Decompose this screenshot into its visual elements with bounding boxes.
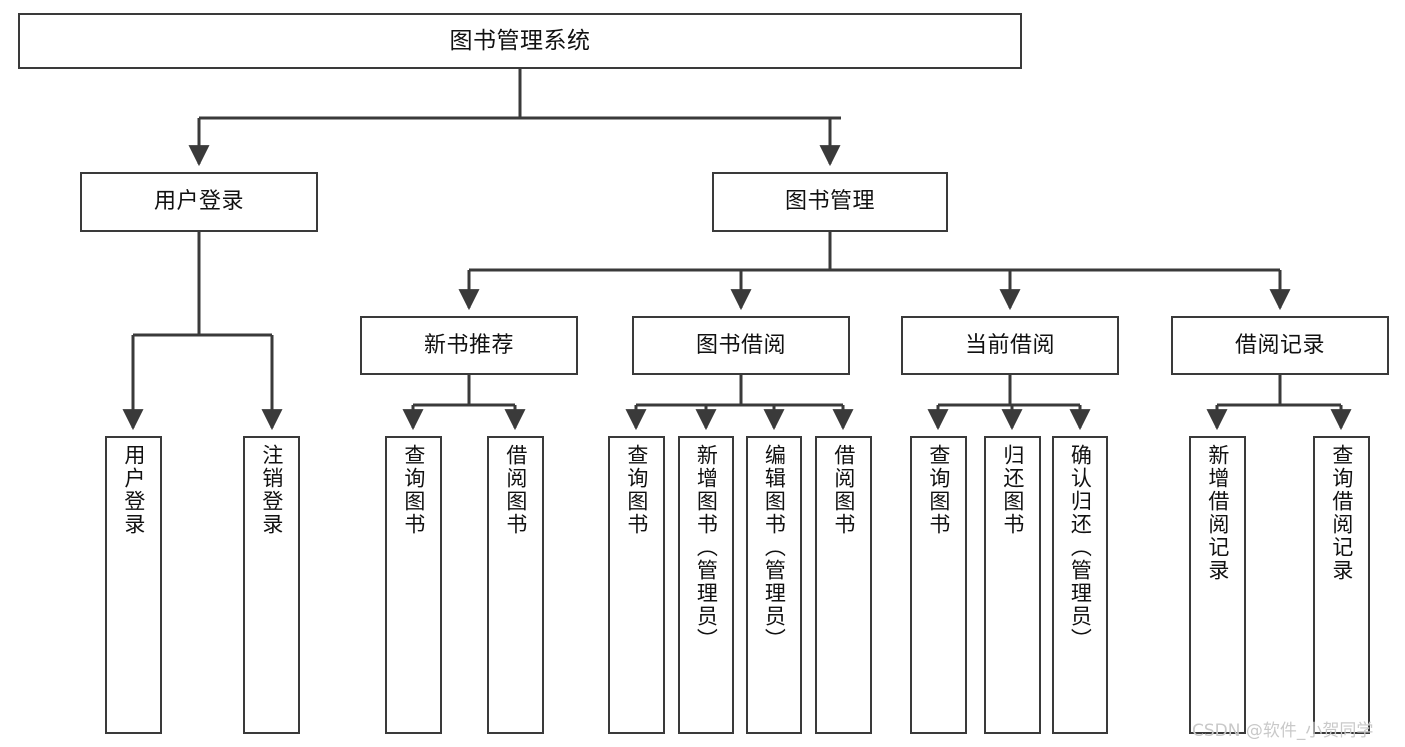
- node-new-book-recommend-label: 新书推荐: [423, 332, 514, 358]
- leaf-logout-label: 注销登录: [259, 444, 284, 536]
- node-current-borrow[interactable]: 当前借阅: [901, 316, 1119, 375]
- leaf-borrow-book-1[interactable]: 借阅图书: [487, 436, 544, 734]
- node-borrow-record-label: 借阅记录: [1234, 332, 1325, 358]
- leaf-add-book[interactable]: 新增图书（管理员）: [678, 436, 734, 734]
- leaf-borrow-book-2[interactable]: 借阅图书: [815, 436, 872, 734]
- leaf-edit-book-label: 编辑图书（管理员）: [762, 444, 787, 651]
- leaf-borrow-book-1-label: 借阅图书: [503, 444, 528, 536]
- leaf-user-login-label: 用户登录: [121, 444, 146, 536]
- leaf-add-record-label: 新增借阅记录: [1205, 444, 1230, 582]
- leaf-add-record[interactable]: 新增借阅记录: [1189, 436, 1246, 734]
- leaf-borrow-book-2-label: 借阅图书: [831, 444, 856, 536]
- node-root-label: 图书管理系统: [449, 27, 591, 54]
- leaf-query-book-3-label: 查询图书: [926, 444, 951, 536]
- leaf-edit-book[interactable]: 编辑图书（管理员）: [746, 436, 802, 734]
- node-book-borrow-label: 图书借阅: [695, 332, 786, 358]
- node-user-login-label: 用户登录: [153, 189, 244, 215]
- leaf-query-book-1-label: 查询图书: [401, 444, 426, 536]
- node-current-borrow-label: 当前借阅: [964, 332, 1055, 358]
- leaf-query-book-1[interactable]: 查询图书: [385, 436, 442, 734]
- leaf-confirm-return[interactable]: 确认归还（管理员）: [1052, 436, 1108, 734]
- csdn-watermark: CSDN @软件_小贺同学: [1192, 721, 1374, 741]
- node-book-borrow[interactable]: 图书借阅: [632, 316, 850, 375]
- leaf-query-book-3[interactable]: 查询图书: [910, 436, 967, 734]
- leaf-add-book-label: 新增图书（管理员）: [694, 444, 719, 651]
- leaf-query-record-label: 查询借阅记录: [1329, 444, 1354, 582]
- leaf-return-book[interactable]: 归还图书: [984, 436, 1041, 734]
- node-borrow-record[interactable]: 借阅记录: [1171, 316, 1389, 375]
- node-book-manage-label: 图书管理: [784, 189, 875, 215]
- node-book-manage[interactable]: 图书管理: [712, 172, 948, 232]
- node-user-login[interactable]: 用户登录: [80, 172, 318, 232]
- leaf-return-book-label: 归还图书: [1000, 444, 1025, 536]
- leaf-logout[interactable]: 注销登录: [243, 436, 300, 734]
- leaf-query-book-2-label: 查询图书: [624, 444, 649, 536]
- node-root[interactable]: 图书管理系统: [18, 13, 1022, 69]
- leaf-query-book-2[interactable]: 查询图书: [608, 436, 665, 734]
- leaf-user-login[interactable]: 用户登录: [105, 436, 162, 734]
- leaf-query-record[interactable]: 查询借阅记录: [1313, 436, 1370, 734]
- leaf-confirm-return-label: 确认归还（管理员）: [1068, 444, 1093, 651]
- node-new-book-recommend[interactable]: 新书推荐: [360, 316, 578, 375]
